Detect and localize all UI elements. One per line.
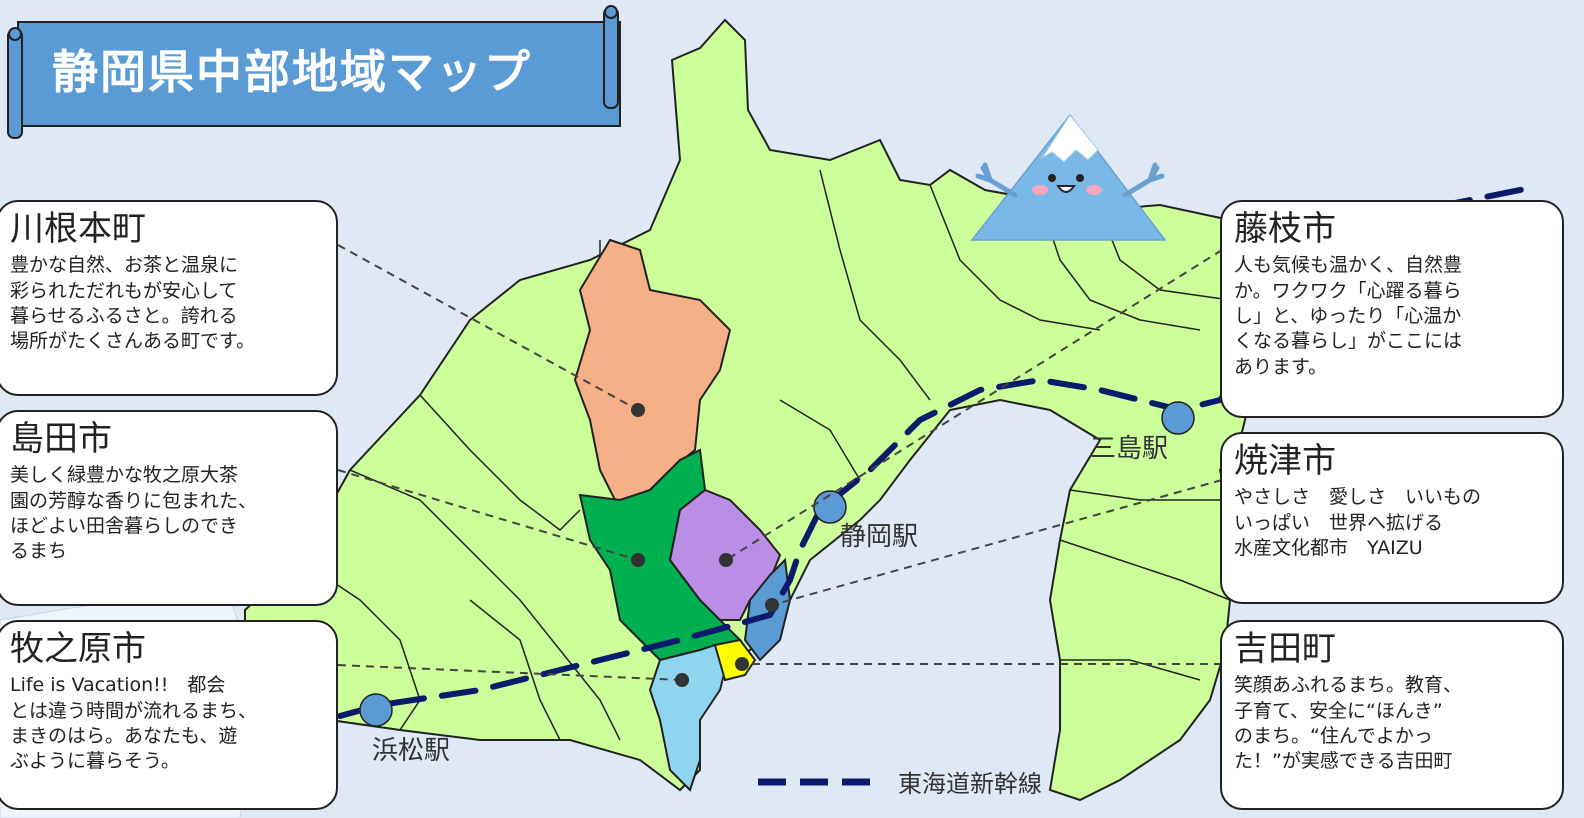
dot-yaizu [765, 598, 779, 612]
leader-shimada [337, 469, 639, 561]
card-title-fujieda: 藤枝市 [1234, 209, 1336, 249]
station-label-shizuoka: 静岡駅 [840, 522, 919, 552]
station-label-mishima: 三島駅 [1090, 434, 1169, 464]
leader-lines [337, 244, 1223, 681]
card-title-shimada: 島田市 [10, 419, 112, 459]
leader-kawanehon [337, 244, 639, 411]
card-fujieda[interactable]: 藤枝市 人も気候も温かく、自然豊 か。ワクワク「心躍る暮ら し」と、ゆったり「心… [1220, 200, 1564, 418]
dot-fujieda [719, 553, 733, 567]
mishima-station-dot[interactable] [1161, 401, 1195, 435]
card-title-yaizu: 焼津市 [1234, 441, 1336, 481]
legend-label-shinkansen: 東海道新幹線 [898, 770, 1042, 798]
leader-yaizu [771, 479, 1223, 606]
region-dots [631, 403, 779, 687]
card-desc-kawanehon: 豊かな自然、お茶と温泉に 彩られただれもが安心して 暮らせるふるさと。誇れる 場… [10, 254, 256, 353]
mount-fuji-mascot-icon [970, 113, 1167, 241]
card-desc-makinohara: Life is Vacation!! 都会 とは違う時間が流れるまち、 まきのは… [10, 674, 258, 773]
card-desc-fujieda: 人も気候も温かく、自然豊 か。ワクワク「心躍る暮ら し」と、ゆったり「心温か く… [1234, 254, 1463, 378]
card-title-makinohara: 牧之原市 [10, 629, 146, 669]
card-yoshida[interactable]: 吉田町 笑顔あふれるまち。教育、 子育て、安全に“ほんき” のまち。“住んでよか… [1220, 620, 1564, 810]
dot-kawanehon [631, 403, 645, 417]
card-title-yoshida: 吉田町 [1234, 629, 1336, 669]
region-makinohara[interactable] [648, 643, 727, 792]
leader-makinohara [337, 664, 683, 681]
title-banner [7, 5, 621, 139]
hamamatsu-station-dot[interactable] [359, 693, 393, 727]
dot-yoshida [735, 657, 749, 671]
card-title-kawanehon: 川根本町 [10, 209, 146, 249]
card-makinohara[interactable]: 牧之原市 Life is Vacation!! 都会 とは違う時間が流れるまち、… [0, 620, 338, 810]
card-desc-yaizu: やさしさ 愛しさ いいもの いっぱい 世界へ拡げる 水産文化都市 YAIZU [1234, 486, 1482, 559]
dot-makinohara [675, 673, 689, 687]
shizuoka-station-dot[interactable] [813, 490, 847, 524]
card-shimada[interactable]: 島田市 美しく緑豊かな牧之原大茶 園の芳醇な香りに包まれた、 ほどよい田舎暮らし… [0, 410, 338, 606]
card-kawanehon[interactable]: 川根本町 豊かな自然、お茶と温泉に 彩られただれもが安心して 暮らせるふるさと。… [0, 200, 338, 396]
card-yaizu[interactable]: 焼津市 やさしさ 愛しさ いいもの いっぱい 世界へ拡げる 水産文化都市 YAI… [1220, 432, 1564, 604]
card-desc-yoshida: 笑顔あふれるまち。教育、 子育て、安全に“ほんき” のまち。“住んでよかっ た！… [1234, 674, 1463, 773]
map-title: 静岡県中部地域マップ [52, 45, 532, 99]
station-label-hamamatsu: 浜松駅 [372, 736, 451, 766]
card-desc-shimada: 美しく緑豊かな牧之原大茶 園の芳醇な香りに包まれた、 ほどよい田舎暮らしのでき … [10, 464, 258, 563]
dot-shimada [631, 553, 645, 567]
